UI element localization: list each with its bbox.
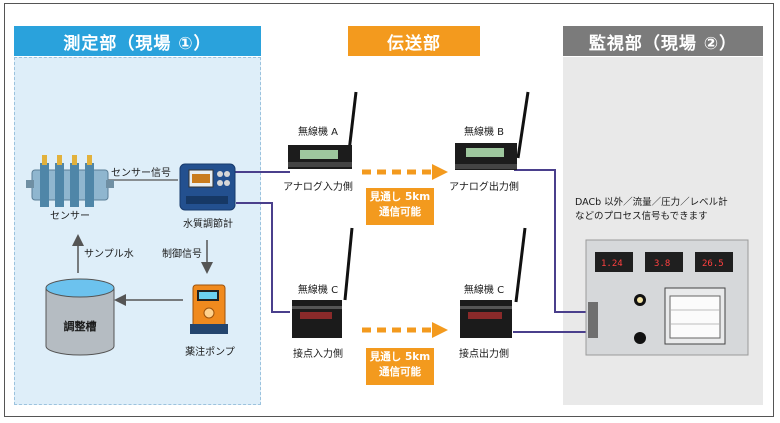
signal-lines — [235, 169, 590, 333]
range-badge-bottom-line1: 見通し 5km — [369, 351, 431, 363]
radio-b-label: 無線機 B — [463, 127, 505, 138]
meter-3-value: 26.5 — [702, 259, 724, 269]
monitor-note-line1: DACb 以外／流量／圧力／レベル計 — [575, 197, 728, 208]
sample-water-label: サンプル水 — [84, 249, 134, 260]
radio-c-left-label: 無線機 C — [297, 285, 339, 296]
sensor-signal-label: センサー信号 — [111, 168, 171, 179]
controller-illustration — [179, 163, 236, 211]
pump-label: 薬注ポンプ — [185, 347, 235, 358]
radio-a-illustration — [288, 91, 358, 169]
pump-illustration — [190, 284, 228, 334]
monitor-note-line2: などのプロセス信号もできます — [575, 211, 708, 222]
range-badge-top-line2: 通信可能 — [379, 206, 421, 218]
wireless-arrow-top — [362, 164, 448, 180]
radio-c-right-label: 無線機 C — [463, 285, 505, 296]
monitor-panel-illustration — [585, 239, 749, 356]
monitoring-header: 監視部（現場 ②） — [563, 26, 763, 56]
wireless-arrow-bottom — [362, 322, 448, 338]
meter-1-value: 1.24 — [601, 259, 623, 269]
meter-2-value: 3.8 — [654, 259, 670, 269]
range-badge-bottom: 見通し 5km 通信可能 — [366, 348, 434, 385]
contact-out-label: 接点出力側 — [459, 349, 509, 360]
analog-out-label: アナログ出力側 — [449, 182, 519, 193]
range-badge-top: 見通し 5km 通信可能 — [366, 188, 434, 225]
control-signal-label: 制御信号 — [162, 249, 202, 260]
analog-in-label: アナログ入力側 — [283, 182, 353, 193]
controller-label: 水質調節計 — [183, 219, 233, 230]
tank-illustration — [45, 278, 115, 356]
measurement-header: 測定部（現場 ①） — [14, 26, 261, 56]
tank-label: 調整槽 — [63, 320, 97, 333]
radio-b-illustration — [455, 91, 530, 170]
radio-c-right-illustration — [460, 227, 527, 338]
sensor-illustration — [26, 155, 114, 207]
sensor-label: センサー — [50, 211, 90, 222]
range-badge-bottom-line2: 通信可能 — [379, 366, 421, 378]
transmission-header: 伝送部 — [348, 26, 480, 56]
range-badge-top-line1: 見通し 5km — [369, 191, 431, 203]
contact-in-label: 接点入力側 — [293, 349, 343, 360]
radio-c-left-illustration — [292, 227, 354, 338]
radio-a-label: 無線機 A — [297, 127, 339, 138]
